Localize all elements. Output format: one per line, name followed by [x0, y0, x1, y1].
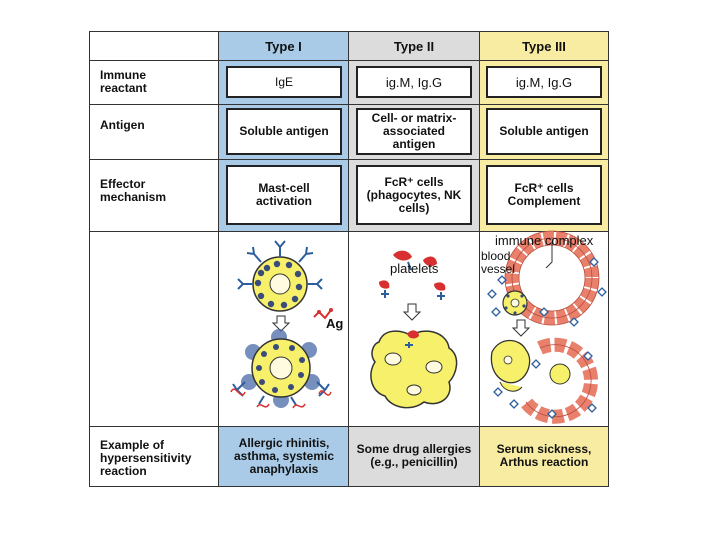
- effector-type2: FcR⁺ cells (phagocytes, NK cells): [356, 165, 472, 225]
- row-divider-1: [89, 104, 609, 105]
- reactant-type3: ig.M, Ig.G: [486, 66, 602, 98]
- effector-type3: FcR⁺ cells Complement: [486, 165, 602, 225]
- phagocyte: [370, 330, 458, 409]
- platelet-illustration: [370, 250, 458, 409]
- mast-cell-resting: [237, 240, 333, 320]
- table-frame: [89, 31, 609, 487]
- type1-arrow: [271, 315, 291, 332]
- reactant-type2: ig.M, Ig.G: [356, 66, 472, 98]
- neutrophil: [502, 290, 528, 316]
- col-divider-1: [218, 31, 219, 487]
- header-type1: Type I: [265, 39, 302, 54]
- platelets-top: [379, 250, 446, 300]
- antigen-type2: Cell- or matrix-associated antigen: [356, 108, 472, 155]
- header-divider: [89, 60, 609, 61]
- row-label-effector-mechanism: Effector mechanism: [100, 177, 167, 204]
- col-divider-3: [479, 31, 480, 487]
- row-divider-3: [89, 231, 609, 232]
- label-ag: Ag: [326, 316, 344, 331]
- col-divider-2: [348, 31, 349, 487]
- row-label-immune-reactant: Immune reactant: [100, 68, 147, 95]
- immune-complex-illustration: [487, 230, 607, 424]
- type2-arrow: [402, 303, 422, 321]
- label-column-bg: [90, 61, 218, 486]
- example-type3: Serum sickness, Arthus reaction: [496, 442, 592, 469]
- row-divider-4: [89, 426, 609, 427]
- row-label-example: Example of hypersensitivity reaction: [100, 438, 192, 478]
- type3-arrow: [511, 319, 531, 337]
- mast-cell-illustration: [230, 240, 333, 409]
- antigen-type3: Soluble antigen: [486, 108, 602, 155]
- label-immune-complex: immune complex: [495, 233, 594, 248]
- effector-type1: Mast-cell activation: [226, 165, 342, 225]
- blood-vessel-top: [504, 230, 600, 326]
- blood-vessel-damaged: [490, 337, 598, 424]
- antigen-type1: Soluble antigen: [226, 108, 342, 155]
- reactant-type1: IgE: [226, 66, 342, 98]
- example-type1: Allergic rhinitis, asthma, systemic anap…: [233, 435, 335, 476]
- row-label-antigen: Antigen: [100, 118, 145, 132]
- row-divider-2: [89, 159, 609, 160]
- label-blood-vessel: blood vessel: [481, 249, 516, 276]
- mast-cell-degranulating: [230, 329, 332, 409]
- header-type3: Type III: [522, 39, 566, 54]
- label-platelets: platelets: [390, 261, 439, 276]
- example-type2: Some drug allergies (e.g., penicillin): [356, 442, 472, 469]
- header-type2: Type II: [393, 39, 435, 54]
